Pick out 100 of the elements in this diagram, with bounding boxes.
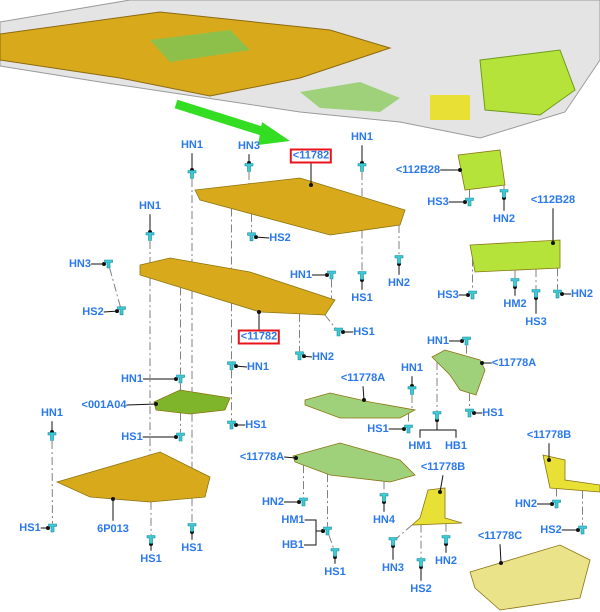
fastener-code: HN1	[121, 370, 143, 388]
fastener-code: HN1	[427, 332, 449, 350]
fastener-code: HS2	[540, 522, 562, 538]
leader-line	[391, 544, 395, 560]
clip-icon	[416, 558, 426, 567]
assembly-line	[109, 268, 121, 307]
leader-line	[360, 144, 364, 165]
assembly-line	[396, 524, 412, 540]
leader-line	[472, 411, 483, 415]
leader-line	[448, 339, 464, 343]
leader-line	[142, 435, 178, 439]
fastener-code: HN1	[139, 198, 161, 214]
assembly-line	[420, 524, 422, 558]
leader-line	[448, 200, 467, 204]
leader-line	[312, 273, 329, 277]
leader-line	[40, 526, 50, 530]
leader-line	[534, 296, 538, 314]
leader-line	[513, 285, 517, 296]
leader-line	[247, 154, 251, 165]
fastener-code: HM1	[281, 512, 305, 528]
fastener-code: HN3	[238, 138, 260, 154]
clip-icon	[299, 498, 308, 506]
fastener-code: HM2	[503, 296, 527, 312]
clip-icon	[244, 163, 254, 172]
leader-line	[444, 542, 448, 554]
fastener-code: HN4	[373, 512, 395, 528]
fastener-code: HN2	[571, 286, 593, 302]
fastener-code: HS1	[353, 324, 375, 340]
leader-line	[149, 542, 153, 552]
clip-icon	[104, 260, 113, 268]
shield-panel	[304, 392, 416, 418]
clip-icon	[227, 362, 236, 370]
leader-line	[284, 500, 301, 504]
leader-line	[190, 530, 194, 540]
assembly-line	[52, 440, 53, 524]
clip-icon	[330, 548, 340, 557]
assembly-line	[180, 287, 181, 375]
assembly-line	[557, 268, 558, 290]
clip-icon	[176, 374, 185, 384]
shield-panel	[56, 452, 210, 502]
assembly-line	[231, 370, 232, 421]
leader-line	[388, 427, 406, 431]
clip-icon	[468, 290, 477, 300]
fastener-code: HS2	[82, 304, 104, 320]
assembly-line	[150, 501, 152, 536]
clip-icon	[327, 270, 336, 280]
fastener-code: HS1	[482, 404, 504, 422]
clip-icon	[188, 523, 196, 532]
clip-icon	[442, 535, 450, 544]
clip-icon	[295, 351, 304, 360]
leader-line	[304, 529, 325, 546]
clip-icon	[462, 336, 471, 346]
assembly-line	[327, 474, 328, 527]
fastener-code: HS1	[181, 540, 203, 556]
leader-line	[111, 497, 115, 522]
leader-line	[419, 565, 423, 582]
fastener-code: HS3	[427, 194, 449, 210]
clip-icon	[227, 420, 236, 430]
clip-icon	[553, 290, 562, 298]
fastener-code: HS3	[437, 286, 459, 304]
shield-panel	[140, 258, 336, 316]
leader-line	[190, 152, 194, 172]
fastener-code: HS1	[367, 420, 389, 438]
leader-line	[397, 262, 401, 276]
leader-line	[103, 309, 119, 314]
clip-icon	[532, 289, 540, 298]
clip-icon	[465, 198, 474, 206]
leader-line	[126, 402, 158, 406]
fastener-code: HN1	[290, 266, 312, 284]
part-number: <11778A	[492, 354, 536, 372]
assembly-line	[328, 534, 334, 549]
assembly-line	[231, 208, 232, 270]
leader-line	[234, 364, 248, 368]
clip-icon	[48, 524, 57, 532]
leader-line	[410, 376, 414, 388]
clip-icon	[48, 432, 56, 441]
clip-icon	[500, 189, 508, 198]
leader-line	[254, 235, 270, 240]
clip-icon	[117, 306, 126, 316]
leader-line	[382, 500, 386, 512]
clip-icon	[552, 500, 561, 508]
part-number: <11778C	[478, 528, 522, 544]
clip-icon	[188, 170, 196, 179]
shield-panel	[458, 150, 506, 190]
fastener-code: HN2	[312, 348, 334, 366]
leader-line	[499, 544, 503, 565]
leader-line	[148, 214, 152, 234]
clip-icon	[146, 232, 154, 241]
clip-icon	[334, 328, 343, 336]
clip-icon	[176, 432, 185, 442]
fastener-code: HS1	[19, 520, 41, 536]
leader-line	[341, 330, 354, 334]
fastener-code: HS1	[351, 290, 373, 306]
assembly-line	[331, 279, 332, 300]
clip-icon	[404, 424, 413, 434]
part-number: <112B28	[396, 162, 440, 178]
part-number: <11778B	[420, 458, 466, 476]
fastener-code: HS2	[410, 580, 432, 598]
fastener-code: HN2	[262, 494, 284, 510]
leader-line	[90, 262, 106, 266]
